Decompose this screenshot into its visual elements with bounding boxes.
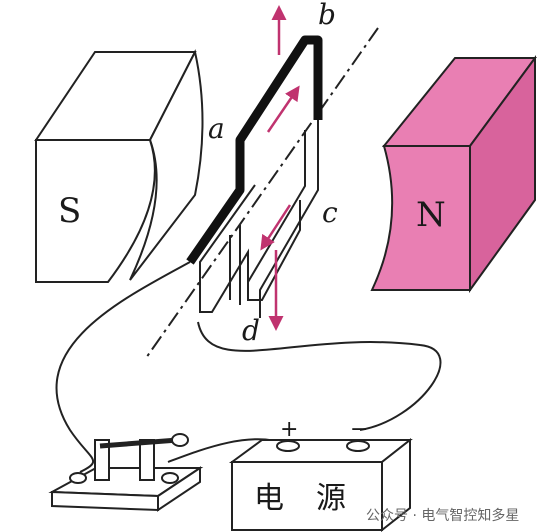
negative-terminal [346, 440, 370, 452]
power-label-char-1: 电 [254, 481, 284, 516]
north-magnet: N [370, 54, 537, 294]
wire-right [197, 321, 442, 431]
rotation-axis [145, 27, 379, 359]
coil-side-ab [186, 35, 323, 265]
corner-label-a: a [208, 112, 225, 145]
coil-leads [229, 225, 241, 305]
corner-label-c: c [322, 196, 338, 229]
power-label-char-2: 源 [316, 481, 346, 516]
south-pole-label: S [58, 191, 81, 231]
positive-terminal [276, 440, 300, 452]
knife-switch[interactable] [48, 433, 204, 512]
power-supply: + − 电 源 [228, 417, 413, 532]
current-arrow-cd [260, 204, 292, 251]
coil-return [199, 184, 301, 313]
positive-sign: + [280, 417, 298, 442]
corner-label-b: b [318, 0, 336, 31]
current-arrow-ab [266, 85, 300, 133]
north-pole-label: N [416, 195, 446, 235]
watermark: 公众号 · 电气智控知多星 [366, 507, 519, 524]
wire-left [55, 261, 191, 473]
coil-side-cd [247, 120, 319, 318]
negative-sign: − [350, 417, 368, 442]
south-magnet: S [34, 49, 204, 283]
coil: a b c d [186, 0, 338, 347]
corner-label-d: d [242, 314, 260, 347]
